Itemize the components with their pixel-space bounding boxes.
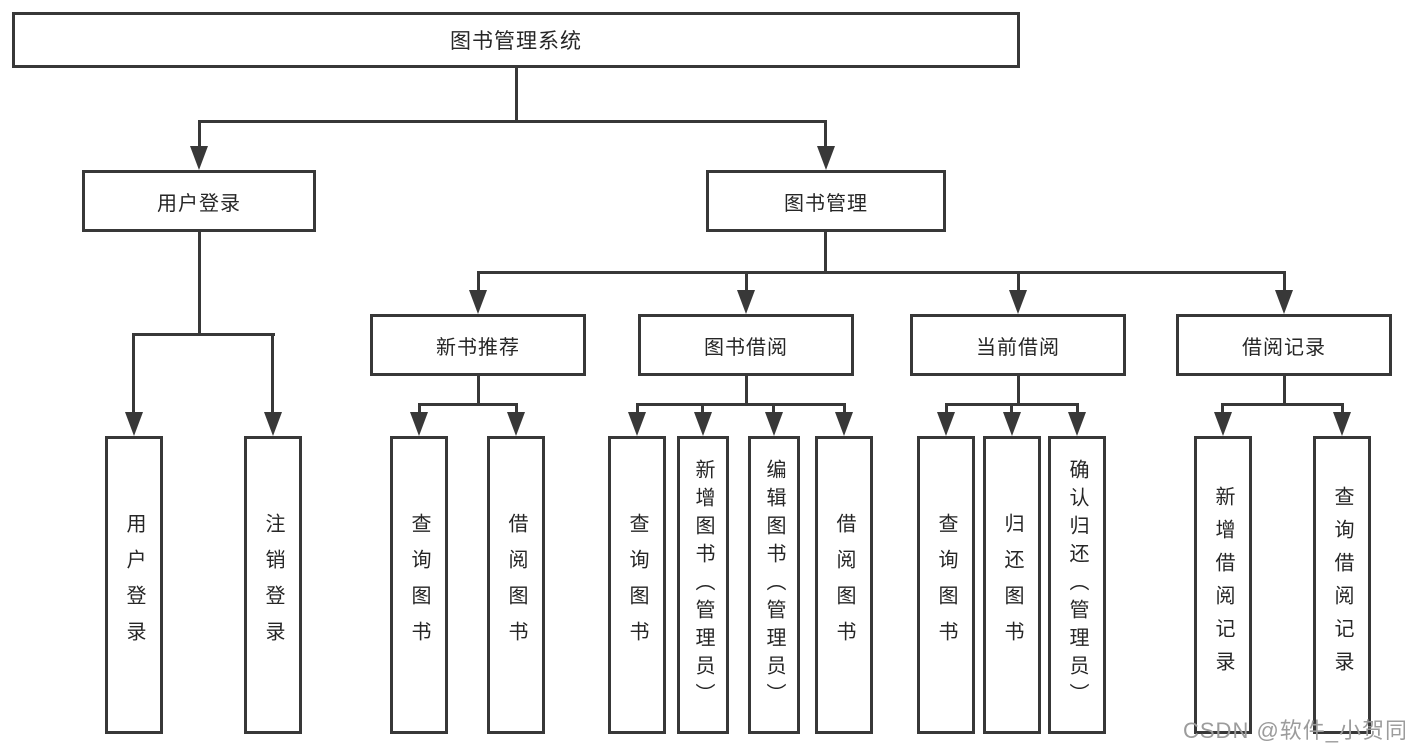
leaf-user-login-label: 用户登录: [123, 513, 145, 657]
leaf-bb-query-books-label: 查询图书: [626, 513, 648, 657]
arrowhead-br-query: [1333, 412, 1351, 436]
connector-drop-bb-add: [701, 403, 704, 415]
leaf-cb-return-books-label: 归还图书: [1001, 513, 1023, 657]
leaf-cb-confirm-return: 确认归还（管理员）: [1048, 436, 1106, 734]
leaf-rec-borrow-books-label: 借阅图书: [505, 513, 527, 657]
arrowhead-cb-confirm: [1068, 412, 1086, 436]
leaf-rec-borrow-books: 借阅图书: [487, 436, 545, 734]
node-root: 图书管理系统: [12, 12, 1020, 68]
connector-drop-br-add: [1221, 403, 1224, 415]
leaf-bb-borrow-books-label: 借阅图书: [833, 513, 855, 657]
leaf-br-query-record-label: 查询借阅记录: [1331, 486, 1353, 684]
connector-drop-cb-confirm: [1076, 403, 1079, 415]
node-book-mgmt-label: 图书管理: [784, 192, 868, 215]
leaf-cb-query-books-label: 查询图书: [935, 513, 957, 657]
connector-drop-bb-query: [636, 403, 639, 415]
arrowhead-leaf-user-login: [125, 412, 143, 436]
connector-drop-rec-query: [418, 403, 421, 415]
leaf-logout: 注销登录: [244, 436, 302, 734]
arrowhead-cb-return: [1003, 412, 1021, 436]
node-user-login: 用户登录: [82, 170, 316, 232]
node-book-mgmt: 图书管理: [706, 170, 946, 232]
arrowhead-new-book-rec: [469, 290, 487, 314]
connector-drop-new-book-rec: [477, 271, 480, 293]
arrowhead-bb-edit: [765, 412, 783, 436]
leaf-cb-return-books: 归还图书: [983, 436, 1041, 734]
leaf-logout-label: 注销登录: [262, 513, 284, 657]
csdn-watermark: CSDN @软件_小贺同学: [1183, 718, 1405, 743]
leaf-user-login: 用户登录: [105, 436, 163, 734]
leaf-cb-confirm-return-label: 确认归还（管理员）: [1066, 459, 1088, 711]
connector-drop-book-borrow: [745, 271, 748, 293]
leaf-bb-query-books: 查询图书: [608, 436, 666, 734]
connector-borrow-records-branch: [1221, 403, 1344, 406]
arrowhead-borrow-records: [1275, 290, 1293, 314]
arrowhead-bb-query: [628, 412, 646, 436]
node-borrow-records-label: 借阅记录: [1242, 336, 1326, 359]
connector-current-borrow-stem: [1017, 376, 1020, 406]
arrowhead-bb-borrow: [835, 412, 853, 436]
connector-user-login-branch: [132, 333, 275, 336]
leaf-br-add-record: 新增借阅记录: [1194, 436, 1252, 734]
arrowhead-bb-add: [694, 412, 712, 436]
leaf-br-query-record: 查询借阅记录: [1313, 436, 1371, 734]
node-new-book-rec-label: 新书推荐: [436, 336, 520, 359]
connector-drop-user-login: [198, 120, 201, 148]
connector-book-borrow-branch: [636, 403, 846, 406]
leaf-bb-borrow-books: 借阅图书: [815, 436, 873, 734]
node-root-label: 图书管理系统: [450, 30, 582, 53]
connector-root-branch: [198, 120, 827, 123]
connector-book-borrow-stem: [745, 376, 748, 406]
connector-book-mgmt-stem: [824, 232, 827, 274]
connector-drop-borrow-records: [1283, 271, 1286, 293]
leaf-rec-query-books-label: 查询图书: [408, 513, 430, 657]
connector-book-mgmt-branch: [477, 271, 1286, 274]
node-current-borrow: 当前借阅: [910, 314, 1126, 376]
leaf-bb-edit-books-label: 编辑图书（管理员）: [763, 459, 785, 711]
node-current-borrow-label: 当前借阅: [976, 336, 1060, 359]
node-borrow-records: 借阅记录: [1176, 314, 1392, 376]
node-user-login-label: 用户登录: [157, 192, 241, 215]
connector-drop-br-query: [1341, 403, 1344, 415]
connector-new-book-rec-branch: [418, 403, 518, 406]
connector-drop-cb-return: [1010, 403, 1013, 415]
arrowhead-rec-query: [410, 412, 428, 436]
arrowhead-rec-borrow: [507, 412, 525, 436]
arrowhead-cb-query: [937, 412, 955, 436]
leaf-bb-add-books-label: 新增图书（管理员）: [692, 459, 714, 711]
arrowhead-book-borrow: [737, 290, 755, 314]
node-new-book-rec: 新书推荐: [370, 314, 586, 376]
connector-user-login-stem: [198, 232, 201, 336]
connector-drop-current-borrow: [1017, 271, 1020, 293]
arrowhead-current-borrow: [1009, 290, 1027, 314]
leaf-cb-query-books: 查询图书: [917, 436, 975, 734]
connector-drop-leaf-logout: [271, 333, 274, 415]
leaf-bb-edit-books: 编辑图书（管理员）: [748, 436, 800, 734]
connector-new-book-rec-stem: [477, 376, 480, 406]
leaf-rec-query-books: 查询图书: [390, 436, 448, 734]
node-book-borrow: 图书借阅: [638, 314, 854, 376]
leaf-br-add-record-label: 新增借阅记录: [1212, 486, 1234, 684]
arrowhead-br-add: [1214, 412, 1232, 436]
connector-drop-book-mgmt: [824, 120, 827, 148]
connector-drop-bb-edit: [772, 403, 775, 415]
connector-drop-rec-borrow: [515, 403, 518, 415]
connector-root-stem: [515, 68, 518, 123]
arrowhead-book-mgmt: [817, 146, 835, 170]
connector-drop-cb-query: [945, 403, 948, 415]
arrowhead-user-login: [190, 146, 208, 170]
connector-borrow-records-stem: [1283, 376, 1286, 406]
node-book-borrow-label: 图书借阅: [704, 336, 788, 359]
connector-drop-bb-borrow: [843, 403, 846, 415]
leaf-bb-add-books: 新增图书（管理员）: [677, 436, 729, 734]
connector-drop-leaf-user-login: [132, 333, 135, 415]
arrowhead-leaf-logout: [264, 412, 282, 436]
